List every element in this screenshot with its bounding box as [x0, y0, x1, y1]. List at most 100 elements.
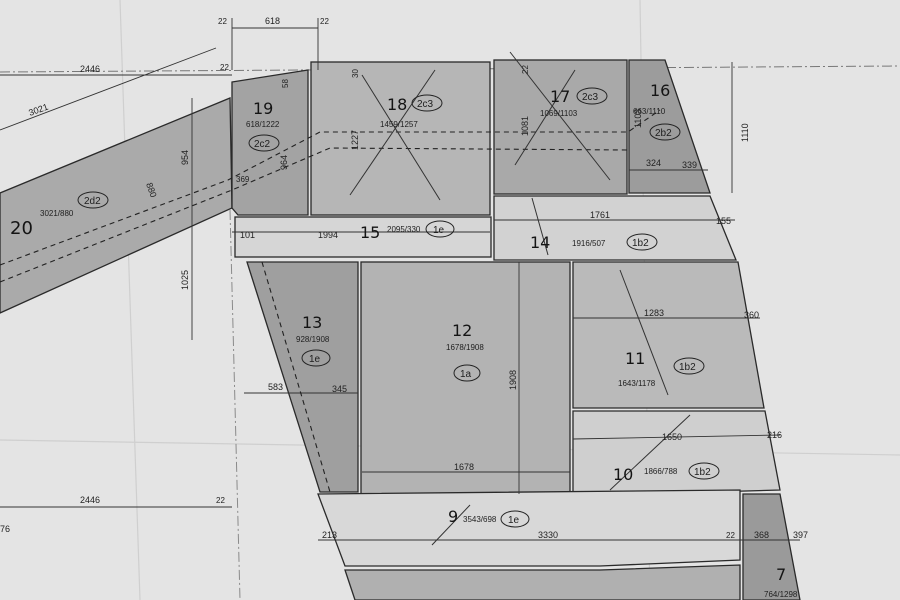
panel-14-number: 14 — [530, 233, 550, 252]
panel-19-number: 19 — [253, 99, 273, 118]
panel-12-number: 12 — [452, 321, 472, 340]
panel-15 — [234, 216, 492, 258]
panel-20-number: 20 — [10, 218, 33, 239]
panel-13 — [246, 261, 359, 493]
dim-58: 58 — [281, 79, 290, 88]
dim-213: 213 — [322, 530, 337, 540]
dim-1227: 1227 — [350, 130, 360, 150]
panel-labels: 20 3021/880 2d2 19 618/1222 2c2 18 2c3 1… — [10, 81, 798, 599]
panel-10-type-pill — [688, 462, 720, 480]
dim-1081: 1081 — [520, 116, 530, 136]
panel-16-number: 16 — [650, 81, 670, 100]
dim-339: 339 — [682, 160, 697, 170]
reference-line-vertical — [229, 209, 241, 600]
dim-360: 360 — [744, 310, 759, 320]
dim-155: 155 — [716, 216, 731, 226]
dim-2446: 2446 — [80, 495, 100, 505]
dim-22: 22 — [218, 17, 227, 26]
panel-13-type: 1e — [309, 354, 321, 365]
dim-1994: 1994 — [318, 230, 338, 240]
panel-16 — [628, 59, 711, 194]
dim-22: 22 — [726, 531, 735, 540]
dim-583: 583 — [268, 382, 283, 392]
dim-1678: 1678 — [454, 462, 474, 472]
panel-12-type-pill — [453, 364, 481, 382]
dim-22: 22 — [216, 496, 225, 505]
panel-18-type: 2c3 — [417, 99, 434, 110]
panel-9-type: 1e — [508, 515, 520, 526]
panel-13-size: 928/1908 — [296, 335, 330, 344]
panel-15-number: 15 — [360, 223, 380, 242]
panel-16-type: 2b2 — [655, 128, 672, 139]
panel-12-type: 1a — [460, 369, 472, 380]
dim-345: 345 — [332, 384, 347, 394]
hand-marks — [349, 51, 691, 546]
panel-15-size: 2095/330 — [387, 225, 421, 234]
panel-12 — [360, 261, 571, 495]
dim-368: 368 — [754, 530, 769, 540]
panel-20-type: 2d2 — [84, 196, 101, 207]
panel-7-size: 764/1298 — [764, 590, 798, 599]
panels — [0, 59, 801, 600]
hidden-lines — [0, 109, 661, 493]
panel-18-type-pill — [411, 94, 443, 112]
panel-11-type-pill — [673, 357, 705, 375]
panel-18-number: 18 — [387, 95, 407, 114]
panel-14-type-pill — [626, 233, 658, 251]
dim-1283: 1283 — [644, 308, 664, 318]
dim-1908: 1908 — [508, 370, 518, 390]
dim-964: 964 — [279, 155, 289, 170]
panel-11-number: 11 — [625, 349, 645, 368]
panel-20-type-pill — [77, 191, 109, 209]
dim-22: 22 — [220, 63, 229, 72]
panel-9-type-pill — [500, 510, 530, 528]
panel-10-size: 1866/788 — [644, 467, 678, 476]
panel-9-size: 3543/698 — [463, 515, 497, 524]
panel-19 — [231, 69, 309, 216]
dim-954: 954 — [180, 150, 190, 165]
dim-1103: 1103 — [633, 109, 643, 128]
dimension-labels: 22 618 22 2446 22 3021 58 30 22 1227 108… — [0, 16, 808, 540]
panel-10-type: 1b2 — [694, 467, 711, 478]
dim-22: 22 — [320, 17, 329, 26]
dim-397: 397 — [793, 530, 808, 540]
dim-216: 216 — [767, 430, 782, 440]
panel-13-type-pill — [301, 349, 331, 367]
dim-101: 101 — [240, 230, 255, 240]
panel-15-type-pill — [425, 220, 455, 238]
panel-13-number: 13 — [302, 313, 322, 332]
panel-20-size: 3021/880 — [40, 209, 74, 218]
panel-19-type: 2c2 — [254, 139, 271, 150]
panel-16-type-pill — [649, 123, 681, 141]
panel-15-type: 1e — [433, 225, 445, 236]
panel-11-type: 1b2 — [679, 362, 696, 373]
dim-369: 369 — [236, 175, 250, 184]
panel-16-size: 663/1110 — [633, 107, 666, 116]
panel-19-size: 618/1222 — [246, 120, 280, 129]
panel-7 — [742, 493, 801, 600]
dim-1025: 1025 — [180, 270, 190, 290]
dim-30: 30 — [351, 69, 360, 78]
dim-1110: 1110 — [740, 123, 750, 142]
dim-22: 22 — [521, 65, 530, 74]
panel-7-number: 7 — [776, 565, 786, 584]
panel-10 — [572, 410, 781, 497]
panel-17-type-pill — [576, 87, 608, 105]
panel-9 — [317, 489, 741, 567]
panel-14 — [493, 195, 737, 261]
dim-1650: 1650 — [662, 432, 682, 442]
dim-76: 76 — [0, 524, 10, 534]
panel-8 — [344, 564, 741, 600]
dim-1761: 1761 — [590, 210, 610, 220]
panel-12-size: 1678/1908 — [446, 343, 484, 352]
dim-3330: 3330 — [538, 530, 558, 540]
panel-11-size: 1643/1178 — [618, 379, 656, 388]
panel-14-type: 1b2 — [632, 238, 649, 249]
dim-2446: 2446 — [80, 64, 100, 74]
dim-324: 324 — [646, 158, 661, 168]
dim-618: 618 — [265, 16, 280, 26]
panel-17-type: 2c3 — [582, 92, 599, 103]
panel-9-number: 9 — [448, 507, 458, 526]
panel-17 — [493, 59, 628, 195]
